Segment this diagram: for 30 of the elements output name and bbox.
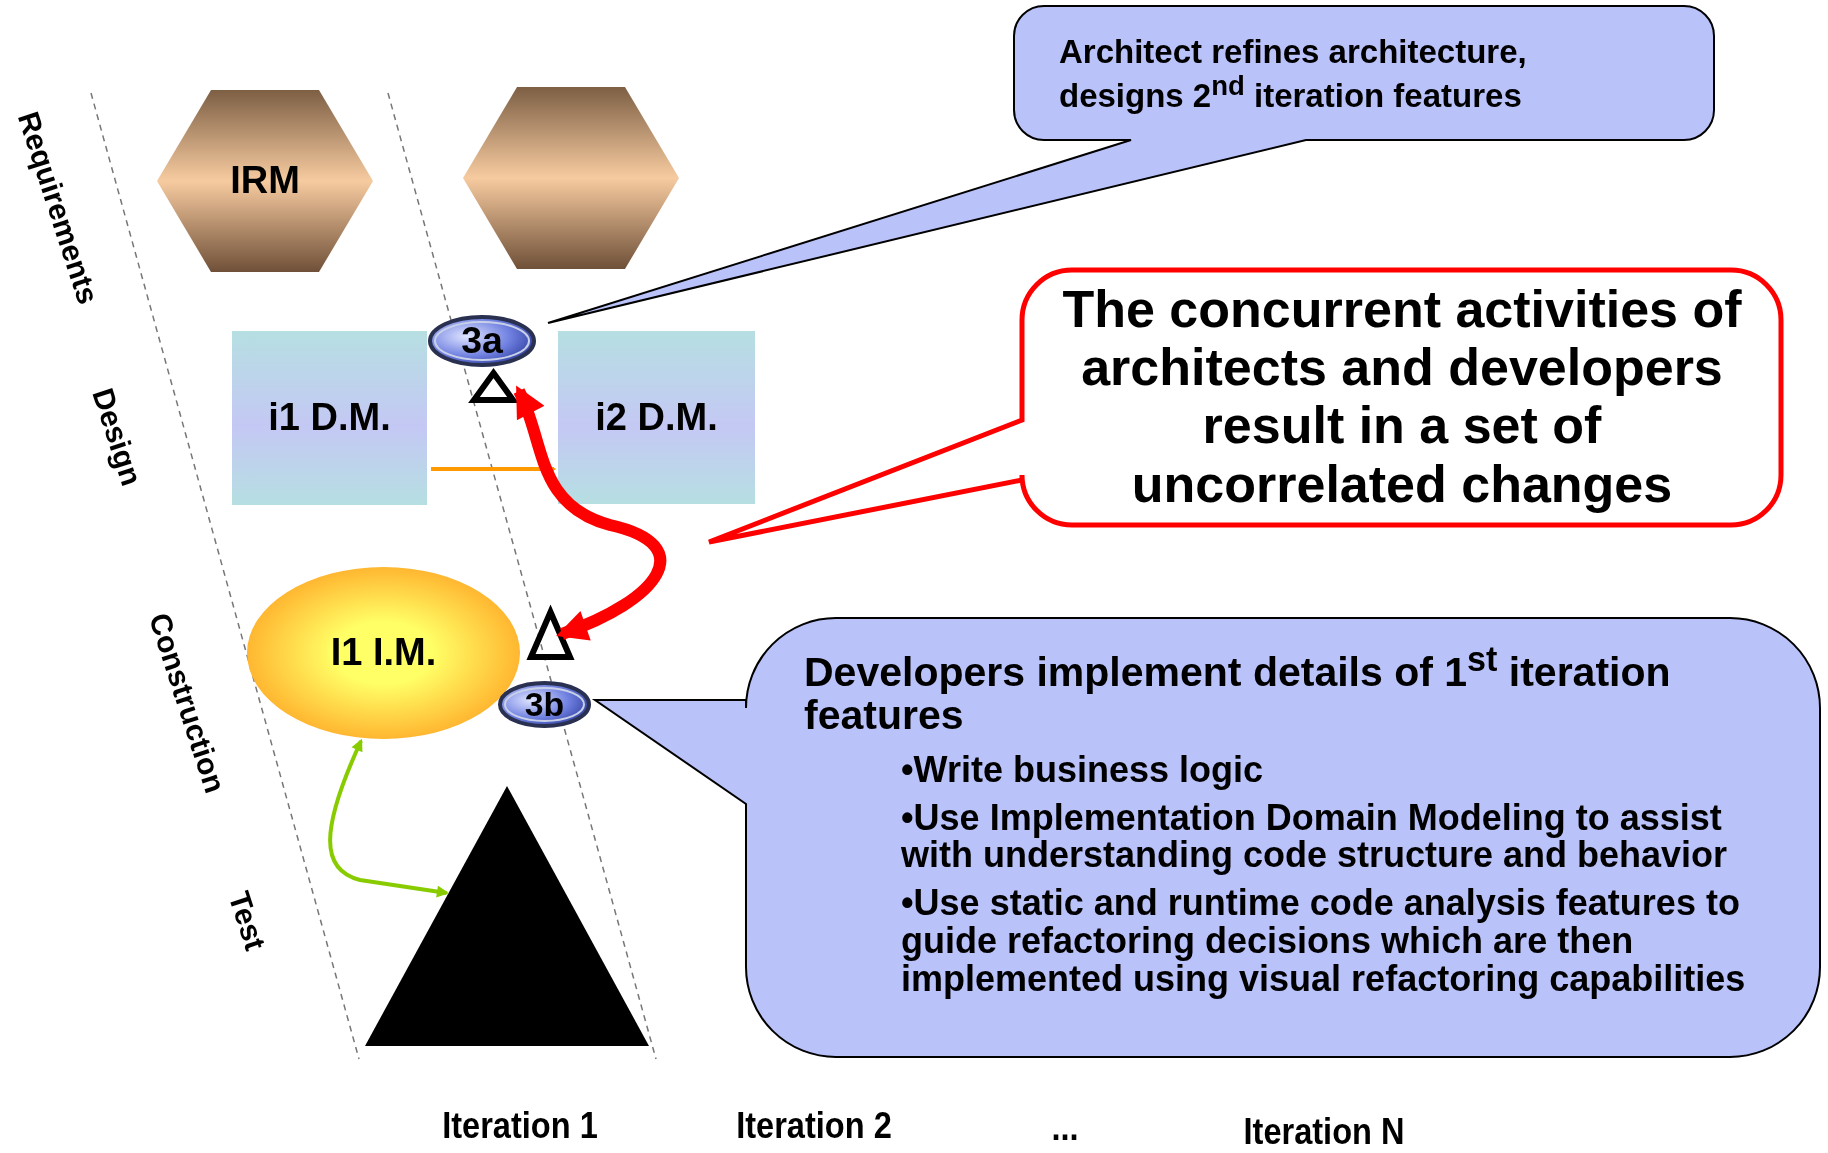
lane-label: Test	[221, 887, 273, 955]
iteration-label: Iteration N	[1243, 1111, 1405, 1153]
step-badge	[498, 681, 591, 728]
hexagon-shape	[157, 90, 373, 272]
bullet-text: •Use Implementation Domain Modeling to assist with understanding code structure and behavior	[901, 798, 1729, 875]
badge-label: 3b	[524, 685, 565, 724]
ellipse-shape	[247, 567, 520, 739]
box-label: i1 D.M.	[268, 397, 391, 439]
callout-text: The concurrent activities of architects and developers result in a set of uncorrelated changes	[1061, 280, 1743, 513]
callout-heading: Developers implement details of 1$^{st}$ iteration features	[804, 642, 1672, 737]
model-box	[558, 331, 755, 504]
delta-symbol	[470, 369, 517, 403]
step-badge	[428, 315, 536, 367]
ellipse-label: I1 I.M.	[330, 632, 437, 674]
bullet-text: •Write business logic	[901, 750, 1265, 789]
model-box	[232, 331, 427, 505]
hexagon-shape	[463, 87, 679, 269]
iteration-label: Iteration 2	[736, 1105, 892, 1147]
hexagon-label: IRM	[230, 160, 300, 202]
iteration-label: Iteration 1	[442, 1105, 598, 1147]
callout-bubble	[595, 618, 1822, 1059]
arrow	[328, 738, 449, 898]
lane-label: Design	[85, 384, 149, 490]
arrow	[513, 385, 666, 640]
badge-label: 3a	[461, 320, 503, 362]
callout-text: Architect refines architecture, designs 2$^{nd}$ iteration features	[1059, 34, 1528, 115]
box-label: i2 D.M.	[595, 396, 718, 439]
triangle-shape	[365, 786, 649, 1046]
iteration-label: ...	[1051, 1107, 1079, 1149]
bullet-text: •Use static and runtime code analysis features to guide refactoring decisions which are then implemented using visual refactoring capabilities	[901, 884, 1746, 998]
